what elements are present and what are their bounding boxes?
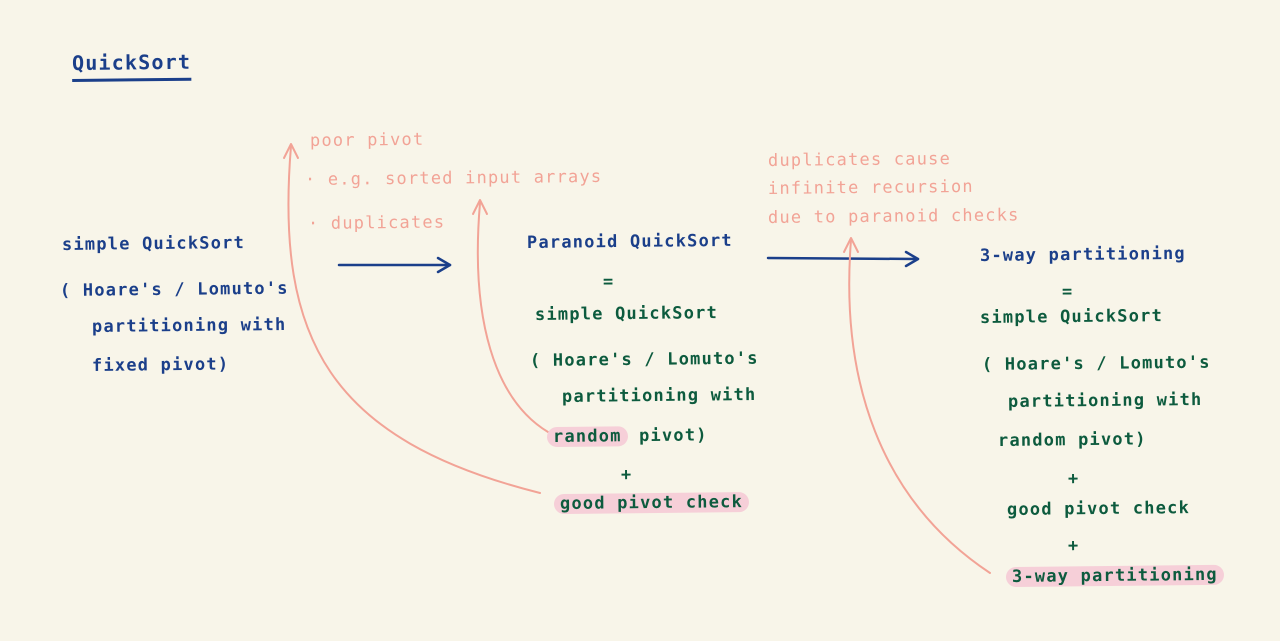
- paranoid-plus: +: [620, 464, 633, 485]
- threeway-line-1: ( Hoare's / Lomuto's: [981, 352, 1211, 375]
- threeway-plus-2: +: [1067, 535, 1080, 556]
- paranoid-line-3-rest: pivot): [638, 425, 708, 447]
- threeway-heading: 3-way partitioning: [979, 243, 1186, 266]
- problem-poor-pivot: poor pivot: [309, 129, 425, 151]
- threeway-pivot-check: good pivot check: [1006, 498, 1191, 520]
- paranoid-heading: Paranoid QuickSort: [526, 230, 733, 253]
- threeway-line-2: partitioning with: [1007, 389, 1203, 412]
- arrow-simple-to-paranoid: [337, 256, 452, 274]
- page-title: QuickSort: [71, 49, 192, 75]
- paranoid-line-1: ( Hoare's / Lomuto's: [529, 348, 759, 371]
- simple-line-1: ( Hoare's / Lomuto's: [59, 278, 289, 301]
- arrow-pivot-check-to-poor-pivot: [283, 143, 541, 494]
- threeway-line-3: random pivot): [997, 429, 1147, 451]
- simple-heading: simple QuickSort: [61, 233, 246, 255]
- paranoid-line-2: partitioning with: [561, 384, 757, 407]
- problem-duplicates: · duplicates: [307, 212, 446, 234]
- threeway-equals: =: [1061, 281, 1074, 302]
- arrow-random-pivot-to-sorted-arrays: [472, 199, 549, 433]
- threeway-base: simple QuickSort: [979, 306, 1164, 328]
- random-highlight: random: [546, 426, 628, 448]
- arrow-paranoid-to-threeway: [766, 250, 920, 268]
- paranoid-pivot-check: good pivot check: [553, 491, 750, 515]
- problem-paranoid-checks: due to paranoid checks: [767, 205, 1020, 228]
- arrow-threeway-to-duplicates: [843, 237, 991, 574]
- simple-line-2: partitioning with: [91, 314, 287, 337]
- problem-duplicates-cause: duplicates cause: [767, 149, 952, 171]
- simple-line-3: fixed pivot): [91, 354, 230, 376]
- paranoid-equals: =: [602, 271, 615, 292]
- paranoid-base: simple QuickSort: [534, 303, 719, 325]
- problem-sorted-arrays: · e.g. sorted input arrays: [304, 166, 603, 190]
- threeway-plus-1: +: [1067, 468, 1080, 489]
- pivot-check-highlight: good pivot check: [553, 492, 750, 515]
- problem-infinite-recursion: infinite recursion: [767, 176, 974, 199]
- threeway-partitioning: 3-way partitioning: [1005, 564, 1224, 588]
- paranoid-line-3: random pivot): [546, 424, 708, 448]
- threeway-highlight: 3-way partitioning: [1005, 564, 1224, 588]
